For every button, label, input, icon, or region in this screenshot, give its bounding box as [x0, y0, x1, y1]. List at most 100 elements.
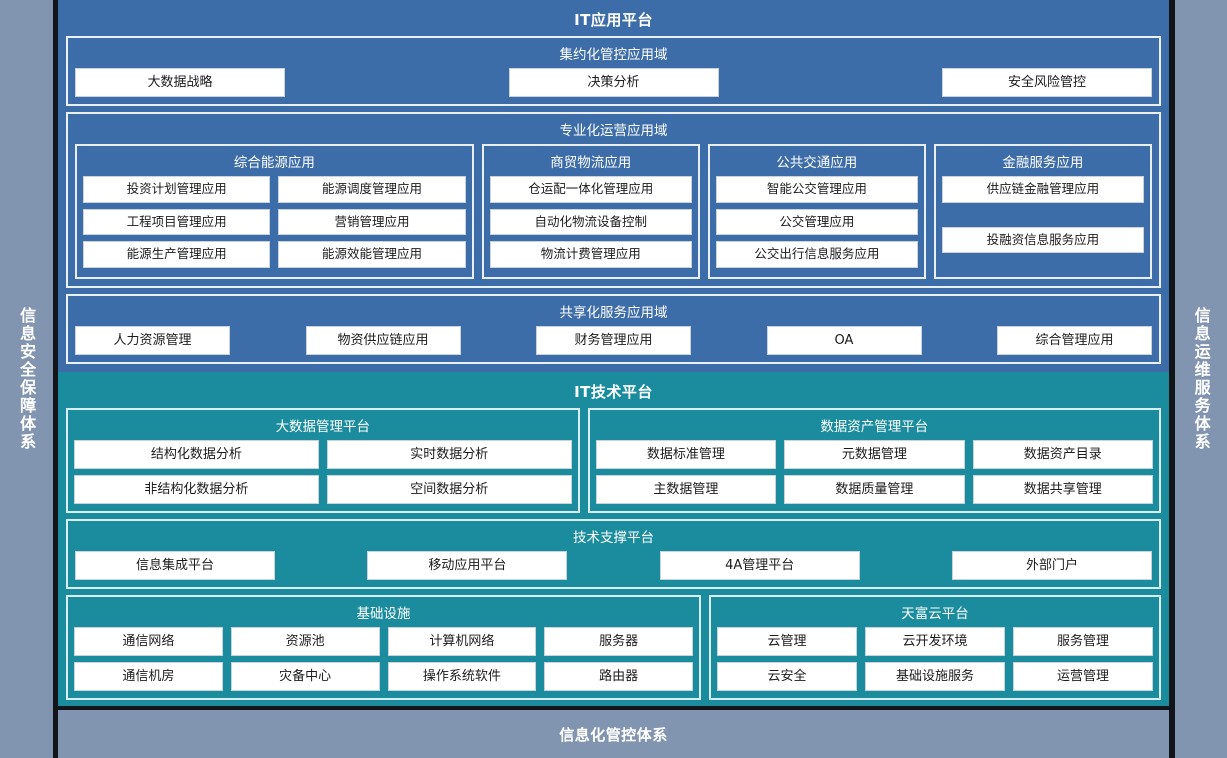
panel-big-data-mgmt: 大数据管理平台 结构化数据分析 实时数据分析 非结构化数据分析 空间数据分析	[66, 408, 580, 513]
panel-data-asset-mgmt: 数据资产管理平台 数据标准管理 元数据管理 数据资产目录 主数据管理 数据质量管…	[587, 408, 1161, 513]
chip-cloud-security[interactable]: 云安全	[717, 662, 858, 691]
panel-tianfu-cloud-platform: 天富云平台 云管理 云开发环境 服务管理 云安全 基础设施服务 运营管理	[709, 595, 1161, 700]
chip-cloud-management[interactable]: 云管理	[717, 627, 858, 656]
chip-integrated-warehouse-transport[interactable]: 仓运配一体化管理应用	[489, 176, 692, 203]
panel-integrated-energy-grid: 投资计划管理应用 能源调度管理应用 工程项目管理应用 营销管理应用 能源生产管理…	[83, 176, 466, 270]
chip-investment-plan-mgmt[interactable]: 投资计划管理应用	[83, 176, 271, 203]
chip-communication-network[interactable]: 通信网络	[74, 627, 223, 656]
chip-finance-mgmt[interactable]: 财务管理应用	[536, 326, 691, 355]
chip-energy-dispatch-mgmt[interactable]: 能源调度管理应用	[278, 176, 466, 203]
chip-bus-mgmt[interactable]: 公交管理应用	[715, 208, 918, 235]
tech-top-row: 大数据管理平台 结构化数据分析 实时数据分析 非结构化数据分析 空间数据分析 数…	[66, 408, 1161, 513]
chip-metadata-mgmt[interactable]: 元数据管理	[784, 440, 965, 469]
center-stack: IT应用平台 集约化管控应用域 大数据战略 决策分析 安全风险管控 专业化运营应…	[53, 0, 1175, 758]
domain-intensive-management: 集约化管控应用域 大数据战略 决策分析 安全风险管控	[66, 36, 1161, 106]
chip-security-risk-control[interactable]: 安全风险管控	[942, 68, 1152, 97]
chip-spatial-data-analysis[interactable]: 空间数据分析	[326, 475, 572, 504]
chip-cloud-dev-environment[interactable]: 云开发环境	[865, 627, 1006, 656]
panel-infrastructure-title: 基础设施	[356, 606, 411, 622]
panel-tianfu-cloud-platform-title: 天富云平台	[901, 606, 969, 622]
chip-energy-production-mgmt[interactable]: 能源生产管理应用	[83, 241, 271, 268]
chip-material-supply-chain[interactable]: 物资供应链应用	[305, 326, 461, 355]
panel-financial-services-title: 金融服务应用	[1002, 155, 1084, 171]
panel-big-data-grid: 结构化数据分析 实时数据分析 非结构化数据分析 空间数据分析	[74, 440, 572, 504]
it-application-platform: IT应用平台 集约化管控应用域 大数据战略 决策分析 安全风险管控 专业化运营应…	[58, 0, 1169, 372]
panel-row: 数据标准管理 元数据管理 数据资产目录	[595, 440, 1153, 469]
domain-professional-operations-title: 专业化运营应用域	[559, 123, 668, 139]
chip-external-portal[interactable]: 外部门户	[951, 551, 1152, 580]
panel-data-asset-mgmt-title: 数据资产管理平台	[820, 419, 929, 435]
chip-mobile-application-platform[interactable]: 移动应用平台	[367, 551, 568, 580]
panel-integrated-energy: 综合能源应用 投资计划管理应用 能源调度管理应用 工程项目管理应用 营销管理应用	[75, 144, 474, 279]
chip-decision-analysis[interactable]: 决策分析	[508, 68, 719, 97]
chip-marketing-mgmt[interactable]: 营销管理应用	[278, 208, 466, 235]
chip-oa[interactable]: OA	[766, 326, 922, 355]
panel-public-transport: 公共交通应用 智能公交管理应用 公交管理应用 公交出行信息服务应用	[707, 144, 926, 279]
domain-intensive-management-title: 集约化管控应用域	[559, 47, 668, 63]
it-application-platform-title: IT应用平台	[574, 11, 653, 29]
panel-row: 通信机房 灾备中心 操作系统软件 路由器	[74, 662, 694, 691]
tech-support-chips: 信息集成平台 移动应用平台 4A管理平台 外部门户	[75, 551, 1152, 580]
chip-router[interactable]: 路由器	[544, 662, 694, 691]
chip-general-mgmt[interactable]: 综合管理应用	[997, 326, 1152, 355]
chip-information-integration-platform[interactable]: 信息集成平台	[75, 551, 275, 580]
right-rail-it-operations: 信息运维服务体系	[1175, 0, 1227, 758]
panel-row: 自动化物流设备控制	[489, 208, 692, 235]
chip-investment-financing-info-service[interactable]: 投融资信息服务应用	[941, 226, 1144, 253]
chip-4a-management-platform[interactable]: 4A管理平台	[659, 551, 860, 580]
chip-server[interactable]: 服务器	[544, 627, 694, 656]
chip-big-data-strategy[interactable]: 大数据战略	[75, 68, 285, 97]
panel-row: 物流计费管理应用	[489, 241, 692, 268]
panel-integrated-energy-title: 综合能源应用	[233, 155, 315, 171]
chip-disaster-recovery-center[interactable]: 灾备中心	[230, 662, 380, 691]
chip-structured-data-analysis[interactable]: 结构化数据分析	[74, 440, 319, 469]
domain-tech-support-platform: 技术支撑平台 信息集成平台 移动应用平台 4A管理平台 外部门户	[66, 519, 1161, 589]
domain-shared-services-chips: 人力资源管理 物资供应链应用 财务管理应用 OA 综合管理应用	[75, 326, 1152, 355]
panel-row: 非结构化数据分析 空间数据分析	[74, 475, 572, 504]
chip-engineering-project-mgmt[interactable]: 工程项目管理应用	[83, 208, 271, 235]
panel-row: 结构化数据分析 实时数据分析	[74, 440, 572, 469]
chip-data-standard-mgmt[interactable]: 数据标准管理	[595, 440, 777, 469]
panel-row: 智能公交管理应用	[715, 176, 918, 203]
tech-bottom-row: 基础设施 通信网络 资源池 计算机网络 服务器 通信机房 灾备中心 操作系统软件	[66, 595, 1161, 700]
chip-unstructured-data-analysis[interactable]: 非结构化数据分析	[74, 475, 319, 504]
chip-human-resource-mgmt[interactable]: 人力资源管理	[75, 326, 230, 355]
chip-energy-efficiency-mgmt[interactable]: 能源效能管理应用	[278, 241, 466, 268]
panel-trade-logistics-title: 商贸物流应用	[550, 155, 632, 171]
panel-public-transport-title: 公共交通应用	[776, 155, 858, 171]
chip-resource-pool[interactable]: 资源池	[230, 627, 380, 656]
panel-data-asset-grid: 数据标准管理 元数据管理 数据资产目录 主数据管理 数据质量管理 数据共享管理	[595, 440, 1153, 504]
chip-operation-management[interactable]: 运营管理	[1013, 662, 1153, 691]
chip-master-data-mgmt[interactable]: 主数据管理	[595, 475, 777, 504]
panel-row: 工程项目管理应用 营销管理应用	[83, 208, 466, 235]
chip-data-quality-mgmt[interactable]: 数据质量管理	[784, 475, 965, 504]
chip-data-sharing-mgmt[interactable]: 数据共享管理	[972, 475, 1153, 504]
chip-smart-bus-mgmt[interactable]: 智能公交管理应用	[715, 176, 918, 203]
panel-row: 能源生产管理应用 能源效能管理应用	[83, 241, 466, 268]
chip-computer-network[interactable]: 计算机网络	[387, 627, 537, 656]
chip-service-management[interactable]: 服务管理	[1013, 627, 1153, 656]
chip-operating-system-software[interactable]: 操作系统软件	[387, 662, 537, 691]
panel-financial-services: 金融服务应用 供应链金融管理应用 投融资信息服务应用	[933, 144, 1152, 279]
panel-row: 供应链金融管理应用	[941, 176, 1144, 203]
chip-automated-logistics-equipment[interactable]: 自动化物流设备控制	[489, 208, 692, 235]
chip-infrastructure-service[interactable]: 基础设施服务	[865, 662, 1006, 691]
chip-supply-chain-finance-mgmt[interactable]: 供应链金融管理应用	[941, 176, 1144, 203]
it-technology-platform: IT技术平台 大数据管理平台 结构化数据分析 实时数据分析 非结构化数据分析 空…	[58, 372, 1169, 706]
chip-bus-travel-info-service[interactable]: 公交出行信息服务应用	[715, 241, 918, 268]
panel-big-data-mgmt-title: 大数据管理平台	[275, 419, 371, 435]
professional-operations-columns: 综合能源应用 投资计划管理应用 能源调度管理应用 工程项目管理应用 营销管理应用	[75, 144, 1152, 279]
domain-shared-services: 共享化服务应用域 人力资源管理 物资供应链应用 财务管理应用 OA 综合管理应用	[66, 294, 1161, 364]
panel-row: 公交出行信息服务应用	[715, 241, 918, 268]
informatization-governance-footer: 信息化管控体系	[58, 706, 1169, 758]
chip-logistics-billing-mgmt[interactable]: 物流计费管理应用	[489, 241, 692, 268]
panel-row: 公交管理应用	[715, 208, 918, 235]
panel-row: 仓运配一体化管理应用	[489, 176, 692, 203]
panel-row: 通信网络 资源池 计算机网络 服务器	[74, 627, 694, 656]
chip-placeholder	[942, 209, 1144, 221]
chip-data-asset-catalog[interactable]: 数据资产目录	[972, 440, 1153, 469]
chip-communication-room[interactable]: 通信机房	[74, 662, 223, 691]
chip-realtime-data-analysis[interactable]: 实时数据分析	[326, 440, 572, 469]
panel-public-transport-grid: 智能公交管理应用 公交管理应用 公交出行信息服务应用	[715, 176, 918, 270]
